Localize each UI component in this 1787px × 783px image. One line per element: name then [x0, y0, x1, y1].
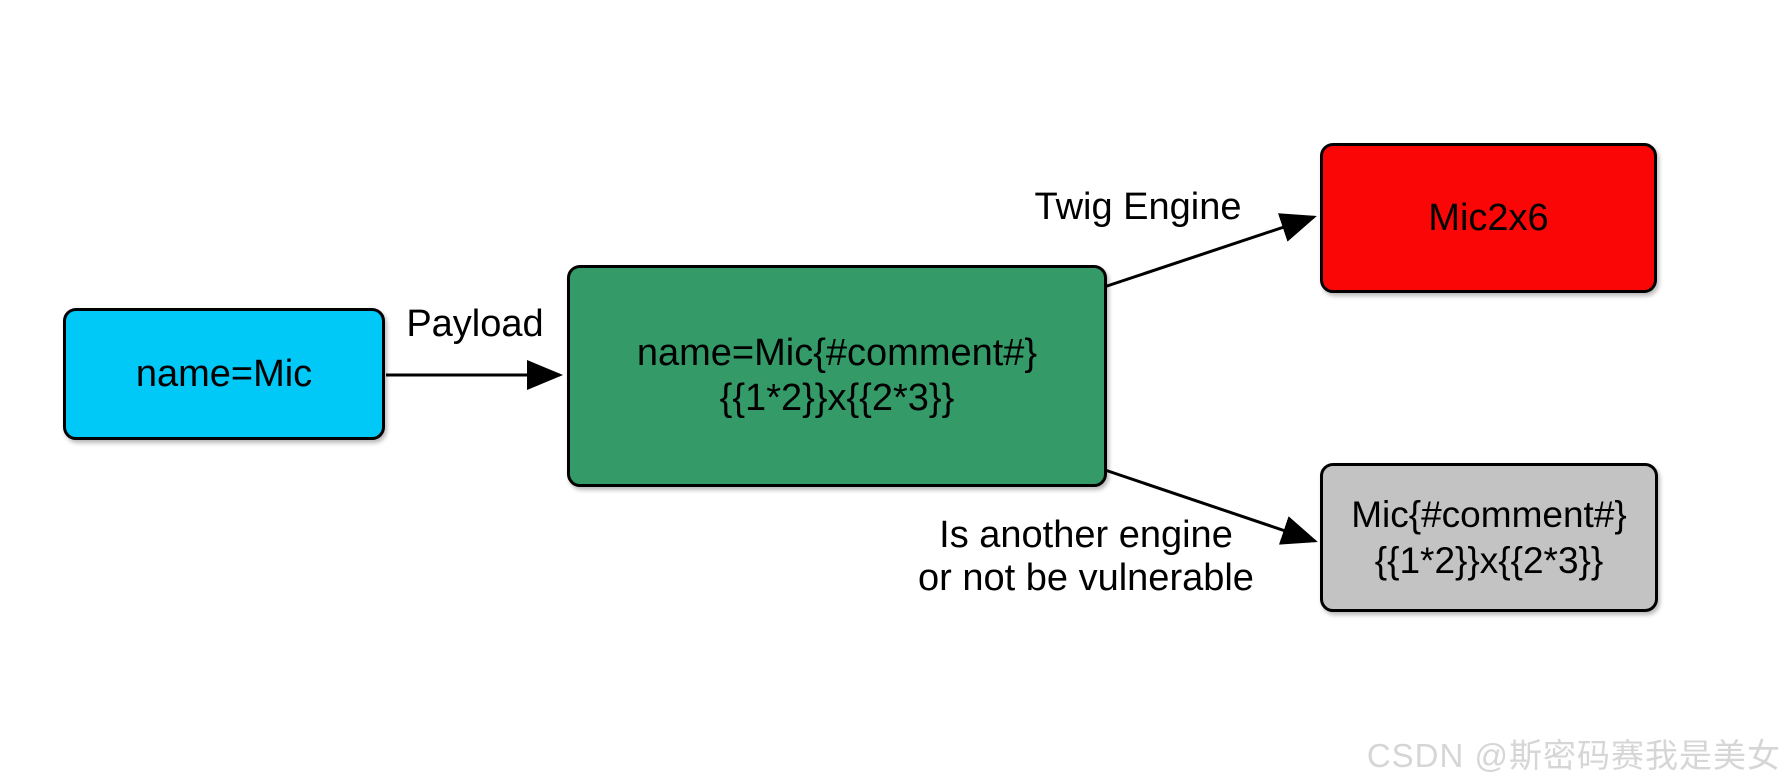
- node-payload-line1: name=Mic{#comment#}: [636, 332, 1038, 374]
- node-payload-line2: {{1*2}}x{{2*3}}: [719, 377, 955, 419]
- node-other-result-line1: Mic{#comment#}: [1351, 493, 1627, 535]
- node-input-request: name=Mic: [63, 308, 385, 440]
- other-engine-arrow: [1101, 467, 1318, 545]
- csdn-watermark: CSDN @斯密码赛我是美女: [1366, 737, 1781, 774]
- payload-edge-label: Payload: [406, 303, 544, 345]
- other-engine-edge-label-line1: Is another engine: [939, 514, 1233, 556]
- node-injected-payload: name=Mic{#comment#} {{1*2}}x{{2*3}}: [567, 265, 1107, 487]
- twig-engine-edge-label: Twig Engine: [1034, 186, 1242, 228]
- other-engine-edge-label-line2: or not be vulnerable: [918, 557, 1254, 599]
- node-other-engine-result: Mic{#comment#} {{1*2}}x{{2*3}}: [1320, 463, 1658, 612]
- node-twig-result-label: Mic2x6: [1428, 197, 1549, 239]
- node-input-label: name=Mic: [135, 353, 313, 395]
- node-twig-result: Mic2x6: [1320, 143, 1657, 293]
- other-engine-edge-label: Is another engine or not be vulnerable: [886, 514, 1286, 600]
- node-other-result-line2: {{1*2}}x{{2*3}}: [1374, 539, 1604, 581]
- twig-engine-arrow: [1103, 213, 1317, 289]
